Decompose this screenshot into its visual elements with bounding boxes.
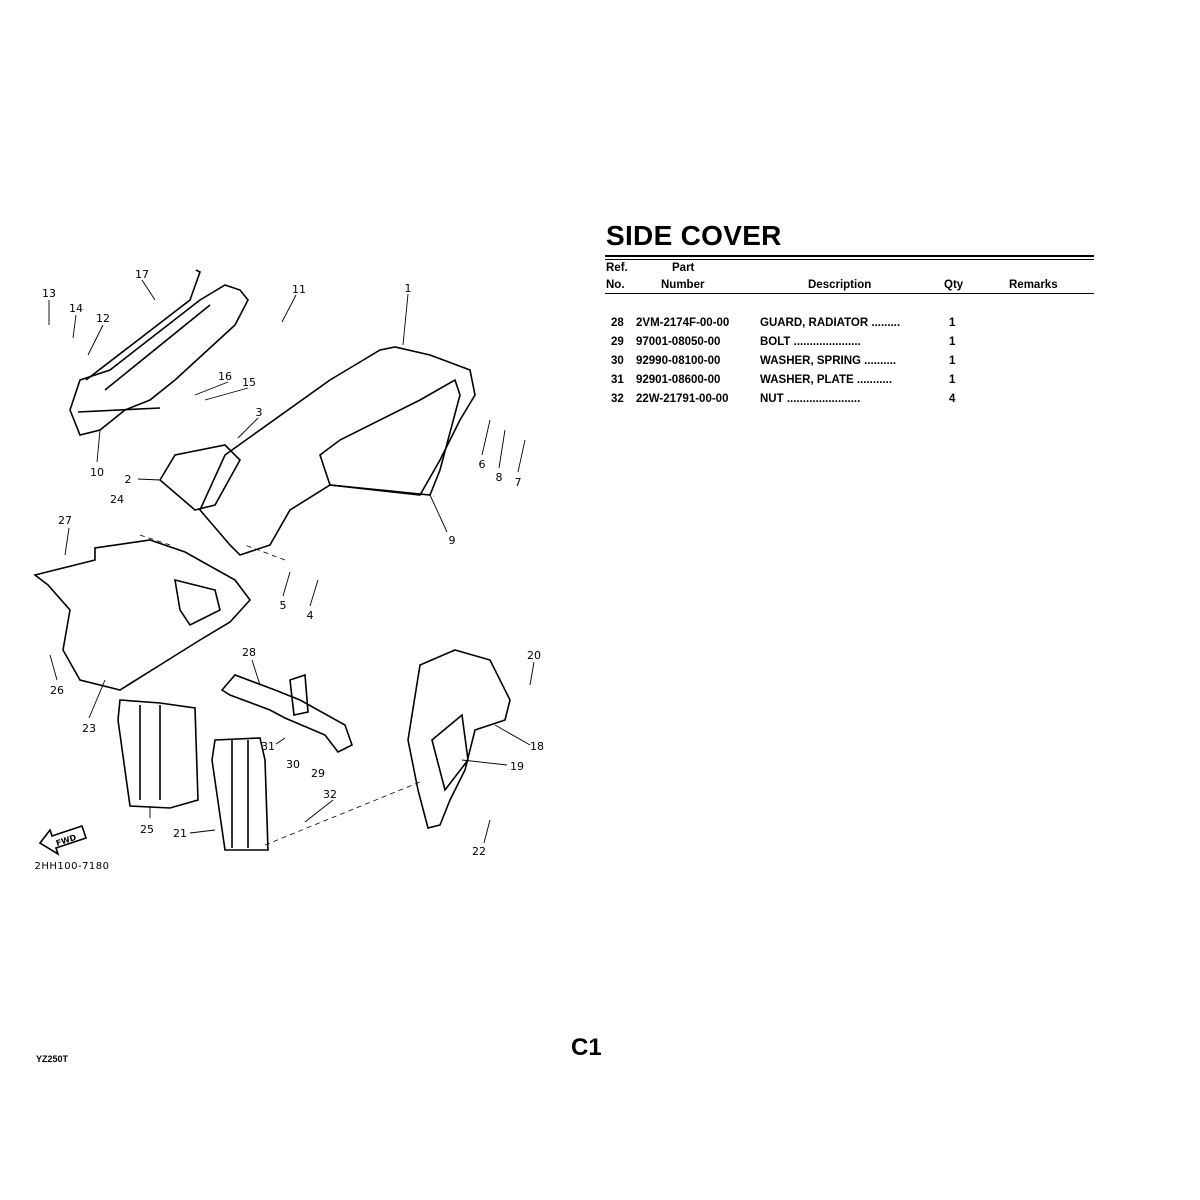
title-rule <box>605 255 1094 260</box>
col-description: Description <box>808 279 872 291</box>
callout-15: 15 <box>242 376 256 389</box>
ref-no: 28 <box>611 317 624 329</box>
qty: 1 <box>949 336 956 348</box>
part-number: 22W-21791-00-00 <box>636 393 729 405</box>
callout-24: 24 <box>110 493 124 506</box>
leader-lines <box>48 279 535 846</box>
part-number: 2VM-2174F-00-00 <box>636 317 730 329</box>
callout-19: 19 <box>510 760 524 773</box>
col-part-line1: Part <box>672 262 695 274</box>
part-radiator-louvers <box>117 699 269 851</box>
part-number: 97001-08050-00 <box>636 336 721 348</box>
part-side-cover <box>158 346 476 556</box>
callout-12: 12 <box>96 312 110 325</box>
callout-31: 31 <box>261 740 275 753</box>
callout-2: 2 <box>125 473 132 486</box>
qty: 1 <box>949 317 956 329</box>
ref-no: 30 <box>611 355 624 367</box>
table-row: 32 22W-21791-00-00 NUT .................… <box>605 393 1094 413</box>
callout-20: 20 <box>527 649 541 662</box>
ref-no: 32 <box>611 393 624 405</box>
part-right-shroud <box>407 649 511 829</box>
callout-labels: 1 2 3 4 5 6 7 8 9 10 11 12 13 14 15 16 1… <box>42 268 544 858</box>
model-code: YZ250T <box>36 1054 69 1064</box>
callout-25: 25 <box>140 823 154 836</box>
callout-30: 30 <box>286 758 300 771</box>
ref-no: 29 <box>611 336 624 348</box>
callout-14: 14 <box>69 302 83 315</box>
col-ref-line2: No. <box>606 279 625 291</box>
fwd-arrow-icon: FWD <box>38 824 88 856</box>
callout-27: 27 <box>58 514 72 527</box>
callout-1: 1 <box>405 282 412 295</box>
table-row: 31 92901-08600-00 WASHER, PLATE ........… <box>605 374 1094 394</box>
callout-26: 26 <box>50 684 64 697</box>
description: WASHER, SPRING .......... <box>760 355 897 367</box>
col-remarks: Remarks <box>1009 279 1058 291</box>
table-row: 30 92990-08100-00 WASHER, SPRING .......… <box>605 355 1094 375</box>
callout-17: 17 <box>135 268 149 281</box>
callout-13: 13 <box>42 287 56 300</box>
callout-7: 7 <box>515 476 522 489</box>
description: WASHER, PLATE ........... <box>760 374 893 386</box>
callout-32: 32 <box>323 788 337 801</box>
part-number: 92901-08600-00 <box>636 374 721 386</box>
callout-9: 9 <box>449 534 456 547</box>
callout-4: 4 <box>307 609 314 622</box>
part-side-cover-upper <box>69 269 249 436</box>
page-id: C1 <box>571 1034 602 1061</box>
part-shroud <box>33 539 252 691</box>
col-part-line2: Number <box>661 279 705 291</box>
description: BOLT ..................... <box>760 336 861 348</box>
fwd-label: FWD <box>55 833 78 848</box>
page-title: SIDE COVER <box>606 220 782 251</box>
description: GUARD, RADIATOR ......... <box>760 317 901 329</box>
callout-16: 16 <box>218 370 232 383</box>
callout-11: 11 <box>292 283 306 296</box>
qty: 1 <box>949 355 956 367</box>
callout-29: 29 <box>311 767 325 780</box>
callout-3: 3 <box>256 406 263 419</box>
callout-5: 5 <box>280 599 287 612</box>
callout-10: 10 <box>90 466 104 479</box>
callout-6: 6 <box>479 458 486 471</box>
table-row: 28 2VM-2174F-00-00 GUARD, RADIATOR .....… <box>605 317 1094 337</box>
callout-21: 21 <box>173 827 187 840</box>
part-number: 92990-08100-00 <box>636 355 721 367</box>
qty: 1 <box>949 374 956 386</box>
part-radiator-guard <box>220 673 353 754</box>
callout-28: 28 <box>242 646 256 659</box>
drawing-code: 2HH100-7180 <box>34 861 109 872</box>
callout-18: 18 <box>530 740 544 753</box>
callout-22: 22 <box>472 845 486 858</box>
header-rule <box>605 293 1094 294</box>
col-ref-line1: Ref. <box>606 262 628 274</box>
col-qty: Qty <box>944 279 964 291</box>
description: NUT ....................... <box>760 393 861 405</box>
qty: 4 <box>949 393 956 405</box>
table-row: 29 97001-08050-00 BOLT .................… <box>605 336 1094 356</box>
ref-no: 31 <box>611 374 624 386</box>
callout-23: 23 <box>82 722 96 735</box>
callout-8: 8 <box>496 471 503 484</box>
